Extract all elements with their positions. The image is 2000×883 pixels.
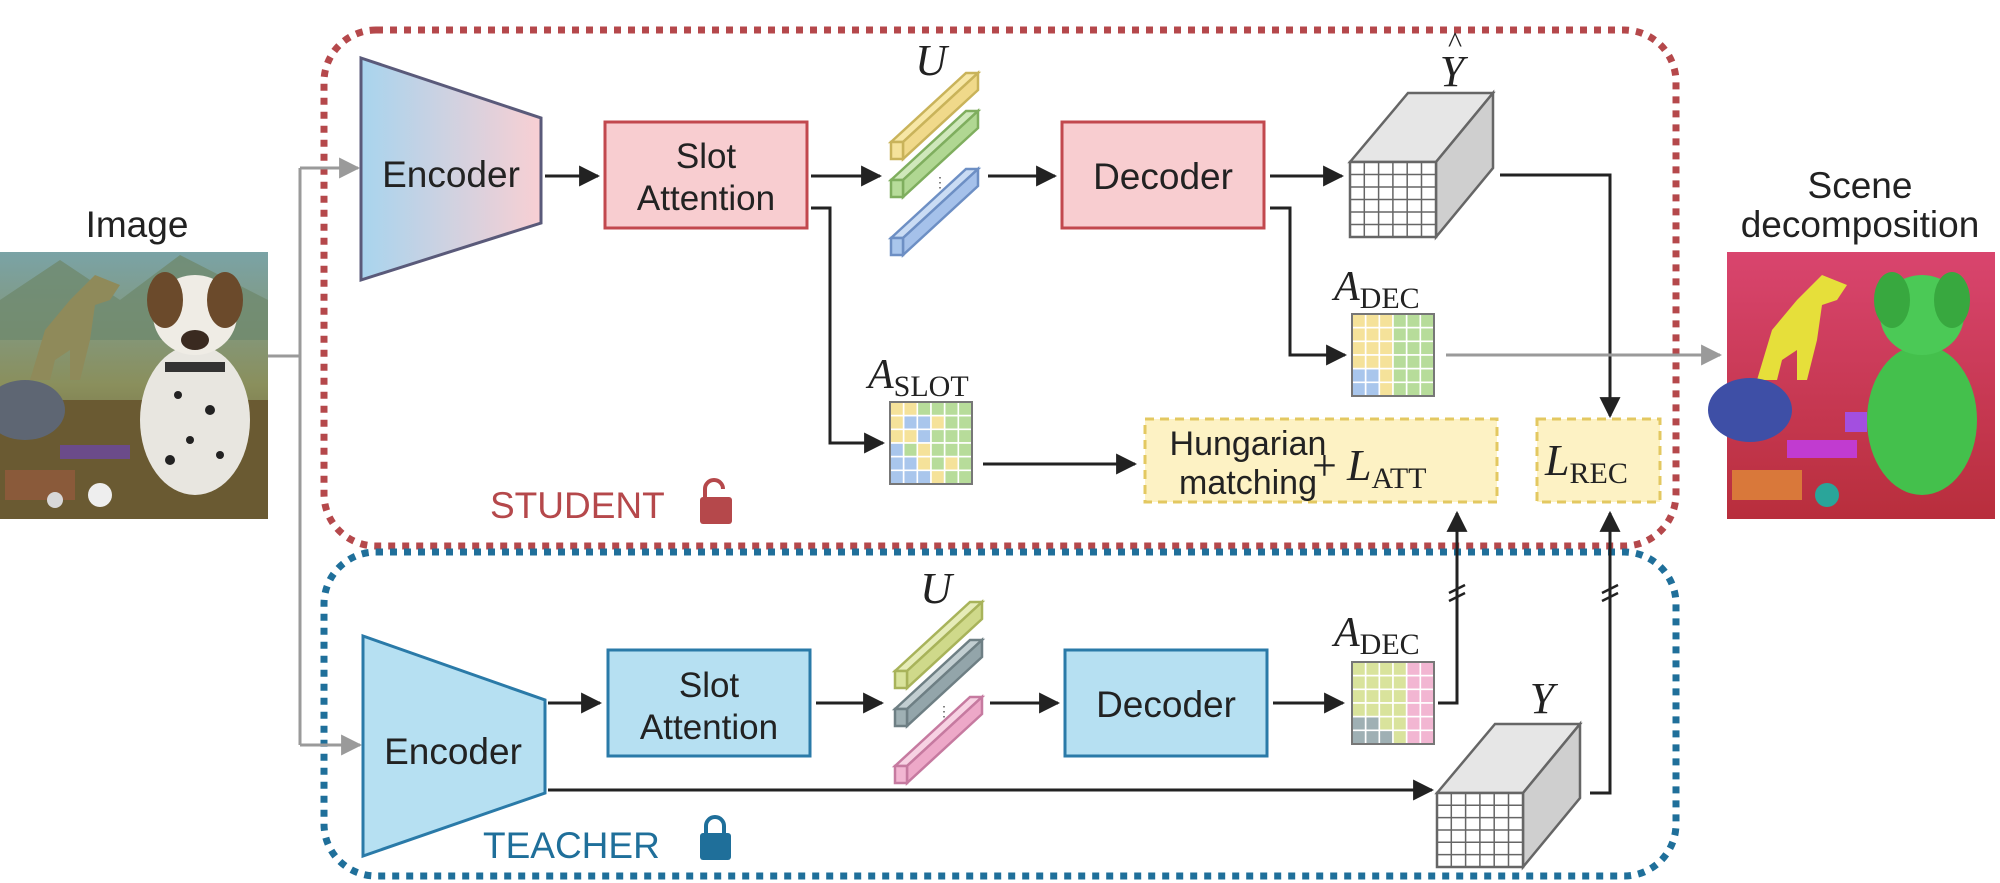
teacher-region <box>320 548 1680 880</box>
svg-text:Y: Y <box>1440 47 1469 96</box>
svg-text:LATT: LATT <box>1346 441 1426 495</box>
teacher-encoder: Encoder <box>361 633 547 859</box>
svg-text:ADEC: ADEC <box>1331 610 1420 661</box>
teacher-decoder: Decoder <box>1063 648 1269 758</box>
teacher-slot-attention: Slot Attention <box>606 648 812 758</box>
student-u-symbol: U <box>915 36 950 85</box>
output-label-line2: decomposition <box>1741 204 1980 245</box>
svg-text:Encoder: Encoder <box>382 154 520 195</box>
arrow-t-adec-hungarian <box>1438 510 1468 705</box>
student-a-slot-label: ASLOT <box>865 352 969 403</box>
student-title: STUDENT <box>490 485 665 526</box>
svg-text:Slot: Slot <box>676 137 737 176</box>
svg-text:LREC: LREC <box>1544 436 1628 490</box>
student-slot-attention: Slot Attention <box>603 120 809 230</box>
arrow-y-lrec <box>1590 510 1621 795</box>
svg-text:Decoder: Decoder <box>1096 684 1236 725</box>
arrow-yhat-lrec <box>1500 173 1621 419</box>
student-a-dec-label: ADEC <box>1331 264 1420 315</box>
svg-text:Encoder: Encoder <box>384 731 522 772</box>
svg-text:Slot: Slot <box>679 666 740 705</box>
stop-gradient-mark-att <box>1448 583 1466 603</box>
input-label: Image <box>86 204 189 245</box>
svg-text:⋮: ⋮ <box>933 174 947 190</box>
student-slot-vectors: ⋮ <box>887 70 982 258</box>
svg-text:ASLOT: ASLOT <box>865 352 969 403</box>
svg-text:+: + <box>1312 441 1337 490</box>
scene-decomposition-image <box>1708 252 1995 519</box>
teacher-lock-icon <box>700 815 731 860</box>
svg-text:matching: matching <box>1179 464 1317 502</box>
svg-text:Attention: Attention <box>640 708 778 747</box>
svg-text:Attention: Attention <box>637 179 775 218</box>
svg-text:^: ^ <box>1448 26 1462 59</box>
svg-text:ADEC: ADEC <box>1331 264 1420 315</box>
teacher-slot-vectors: ⋮ <box>891 599 986 786</box>
svg-text:Hungarian: Hungarian <box>1170 425 1327 463</box>
teacher-title: TEACHER <box>483 825 660 866</box>
arrow-slot-aslot <box>811 206 886 454</box>
student-a-dec-grid <box>1351 313 1435 397</box>
svg-text:⋮: ⋮ <box>937 703 951 719</box>
stop-gradient-mark-rec <box>1601 583 1619 603</box>
svg-text:Decoder: Decoder <box>1093 156 1233 197</box>
student-decoder: Decoder <box>1060 120 1266 230</box>
teacher-a-dec-label: ADEC <box>1331 610 1420 661</box>
student-yhat-symbol: Y ^ <box>1440 26 1469 96</box>
output-label-line1: Scene <box>1808 165 1913 206</box>
student-encoder: Encoder <box>359 55 543 283</box>
teacher-a-dec-grid <box>1351 661 1435 745</box>
student-unlock-icon <box>700 478 732 524</box>
l-rec-box: LREC <box>1535 417 1662 504</box>
input-image <box>0 252 268 519</box>
student-yhat-tensor <box>1347 89 1496 241</box>
teacher-u-symbol: U <box>920 564 955 613</box>
hungarian-loss-box: Hungarian matching + LATT <box>1143 417 1499 504</box>
arrow-s-dec-adec <box>1270 206 1348 366</box>
student-a-slot-grid <box>889 401 973 485</box>
teacher-y-symbol: Y <box>1530 674 1559 723</box>
teacher-y-tensor <box>1434 720 1583 871</box>
input-arrows <box>268 157 363 756</box>
